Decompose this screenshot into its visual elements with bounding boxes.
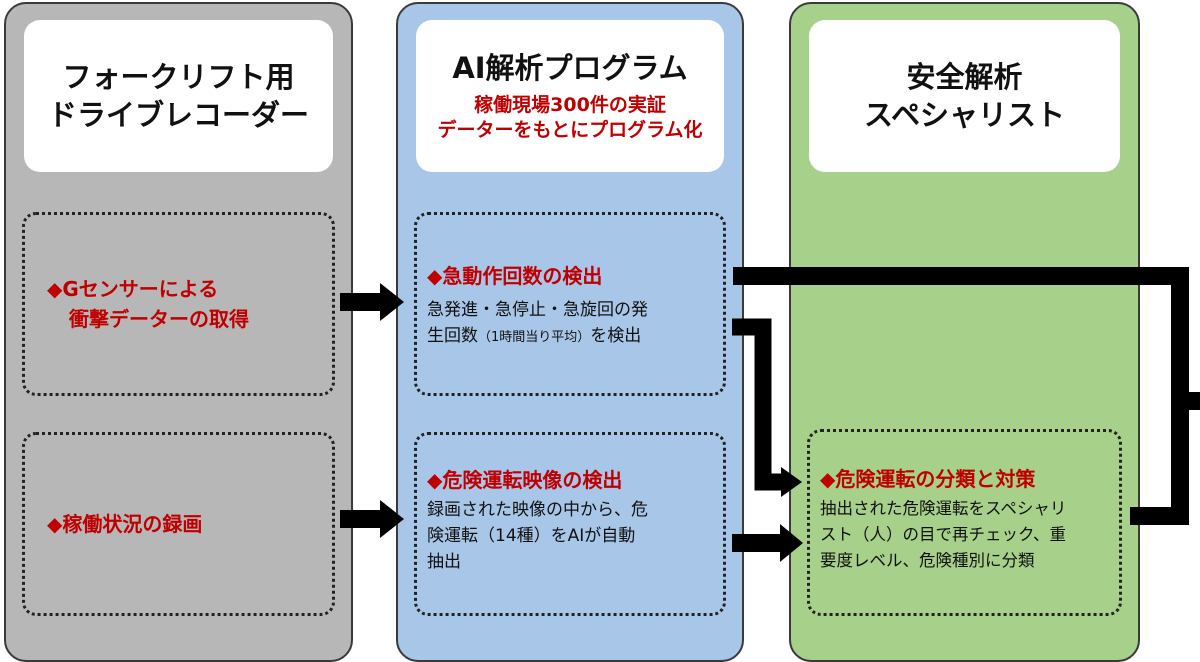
sudden-action-box: ◆急動作回数の検出 急発進・急停止・急旋回の発 生回数（1時間当り平均）を検出 — [414, 212, 726, 396]
g-sensor-line1: ◆Gセンサーによる — [47, 277, 219, 301]
recording-box: ◆稼働状況の録画 — [22, 432, 335, 616]
g-sensor-line2: 衝撃データーの取得 — [69, 307, 249, 331]
arrow-detection-to-classification — [732, 318, 802, 497]
arrow-gsensor-to-detection — [340, 283, 404, 321]
sudden-action-body-line2: 生回数（1時間当り平均）を検出 — [427, 323, 713, 351]
sudden-action-body-line2-small: （1時間当り平均） — [478, 330, 591, 345]
ai-program-subtitle-line2: データーをもとにプログラム化 — [437, 119, 703, 141]
ai-program-subtitle-line1: 稼働現場300件の実証 — [474, 94, 666, 116]
ai-program-column: AI解析プログラム 稼働現場300件の実証 データーをもとにプログラム化 ◆急動… — [396, 2, 744, 662]
classification-heading: ◆危険運転の分類と対策 — [820, 467, 1036, 491]
danger-video-heading: ◆危険運転映像の検出 — [427, 468, 623, 492]
drive-recorder-header: フォークリフト用 ドライブレコーダー — [24, 20, 333, 172]
arrow-recording-to-video — [340, 500, 404, 538]
safety-specialist-title-line2: スペシャリスト — [864, 98, 1065, 132]
classification-body-line3: 要度レベル、危険種別に分類 — [820, 551, 1035, 570]
sudden-action-body-line2-a: 生回数 — [427, 326, 478, 346]
arrow-video-to-classification — [732, 524, 803, 562]
recording-line1: ◆稼働状況の録画 — [47, 512, 203, 536]
safety-specialist-title-line1: 安全解析 — [906, 60, 1023, 94]
sudden-action-body: 急発進・急停止・急旋回の発 生回数（1時間当り平均）を検出 — [427, 297, 713, 351]
drive-recorder-title-line2: ドライブレコーダー — [47, 98, 309, 132]
arrow-continues-right — [1180, 392, 1200, 410]
drive-recorder-title-line1: フォークリフト用 — [62, 60, 295, 94]
sudden-action-heading: ◆急動作回数の検出 — [427, 264, 603, 288]
classification-body-line2: スト（人）の目で再チェック、重 — [820, 525, 1067, 544]
danger-video-body-line3: 抽出 — [427, 552, 461, 572]
danger-video-box: ◆危険運転映像の検出 録画された映像の中から、危 険運転（14種）をAIが自動 … — [414, 432, 726, 616]
sudden-action-body-line1: 急発進・急停止・急旋回の発 — [427, 300, 648, 320]
classification-body: 抽出された危険運転をスペシャリ スト（人）の目で再チェック、重 要度レベル、危険… — [820, 496, 1113, 574]
sudden-action-body-line2-b: を検出 — [590, 326, 642, 346]
feedback-loop-connector — [733, 267, 1189, 525]
classification-body-line1: 抽出された危険運転をスペシャリ — [820, 499, 1067, 518]
danger-video-body-line2: 険運転（14種）をAIが自動 — [427, 526, 636, 546]
drive-recorder-column: フォークリフト用 ドライブレコーダー ◆Gセンサーによる 衝撃データーの取得 ◆… — [4, 2, 353, 662]
safety-specialist-column: 安全解析 スペシャリスト ◆危険運転の分類と対策 抽出された危険運転をスペシャリ… — [789, 2, 1140, 662]
classification-box: ◆危険運転の分類と対策 抽出された危険運転をスペシャリ スト（人）の目で再チェッ… — [807, 429, 1122, 616]
danger-video-body: 録画された映像の中から、危 険運転（14種）をAIが自動 抽出 — [427, 497, 713, 575]
safety-specialist-header: 安全解析 スペシャリスト — [809, 20, 1120, 172]
ai-program-header: AI解析プログラム 稼働現場300件の実証 データーをもとにプログラム化 — [416, 20, 724, 172]
g-sensor-box: ◆Gセンサーによる 衝撃データーの取得 — [22, 212, 335, 396]
ai-program-title: AI解析プログラム — [452, 51, 688, 85]
danger-video-body-line1: 録画された映像の中から、危 — [427, 500, 648, 520]
